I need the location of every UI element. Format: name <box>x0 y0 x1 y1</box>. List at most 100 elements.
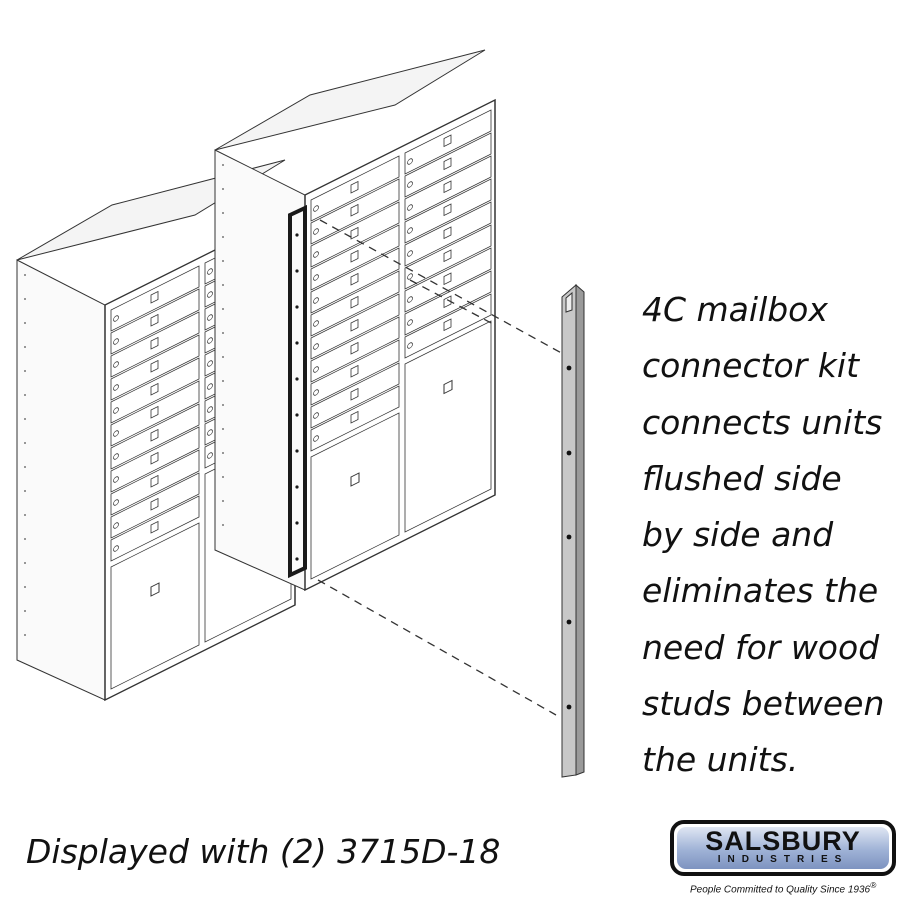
product-description: 4C mailbox connector kit connects units … <box>642 282 900 789</box>
door-lock-icon <box>443 272 452 286</box>
rivet <box>222 404 224 406</box>
door-lock-icon <box>150 359 159 373</box>
connector-kit-side <box>575 283 585 776</box>
rivet <box>24 634 26 636</box>
door-hinge <box>407 158 413 165</box>
door-hinge <box>407 273 413 280</box>
mailbox-door <box>404 155 492 221</box>
door-hinge <box>207 337 213 344</box>
description-line: the units. <box>642 740 799 780</box>
bar-hole <box>295 557 299 561</box>
connector-hole <box>566 365 572 371</box>
mailbox-door <box>110 380 200 447</box>
door-lock-icon <box>150 313 159 327</box>
door-hinge <box>113 522 119 529</box>
bar-hole <box>295 449 299 453</box>
door-hinge <box>207 268 213 275</box>
description-line: connects units <box>642 402 883 442</box>
unit-front <box>304 98 496 592</box>
trademark: ® <box>870 880 877 890</box>
door-lock-icon <box>443 134 452 148</box>
door-hinge <box>207 291 213 298</box>
dashed-guide-line <box>409 279 496 326</box>
door-lock-icon <box>350 249 359 263</box>
door-hinge <box>207 314 213 321</box>
door-hinge <box>207 383 213 390</box>
bar-hole <box>295 521 299 525</box>
door-lock-icon <box>150 474 159 488</box>
door-hinge <box>113 361 119 368</box>
mailbox-door <box>110 265 200 332</box>
bar-hole <box>295 377 299 381</box>
rivet <box>24 586 26 588</box>
door-hinge <box>113 430 119 437</box>
rivet <box>24 514 26 516</box>
rivet <box>24 490 26 492</box>
door-lock-icon <box>150 520 159 534</box>
door-hinge <box>207 360 213 367</box>
description-line: need for wood <box>642 627 880 667</box>
rivet <box>222 236 224 238</box>
door-hinge <box>113 384 119 391</box>
door-lock-icon <box>443 226 452 240</box>
dashed-guide-line <box>319 219 566 356</box>
door-hinge <box>313 320 319 327</box>
rivet <box>24 274 26 276</box>
mailbox-door <box>310 155 400 222</box>
bar-hole <box>295 413 299 417</box>
door-lock-icon <box>150 382 159 396</box>
door-hinge <box>113 407 119 414</box>
rivet <box>222 452 224 454</box>
mailbox-door <box>404 132 492 198</box>
rivet <box>24 322 26 324</box>
rivet <box>24 346 26 348</box>
mailbox-door <box>310 339 400 406</box>
door-lock-icon <box>350 272 359 286</box>
rivet <box>24 298 26 300</box>
door-hinge <box>407 342 413 349</box>
mailbox-door <box>110 495 200 562</box>
rivet <box>222 500 224 502</box>
connector-hole <box>566 619 572 625</box>
door-hinge <box>207 452 213 459</box>
mailbox-door <box>310 362 400 429</box>
rivet <box>24 370 26 372</box>
logo-sub: INDUSTRIES <box>717 854 849 865</box>
connector-kit-lip <box>565 291 573 313</box>
door-hinge <box>407 250 413 257</box>
mailbox-door <box>404 201 492 267</box>
door-hinge <box>313 228 319 235</box>
door-lock-icon <box>350 410 359 424</box>
door-hinge <box>407 319 413 326</box>
mailbox-door <box>310 201 400 268</box>
description-line: studs between <box>642 684 885 724</box>
mailbox-door <box>110 472 200 539</box>
rivet <box>222 476 224 478</box>
rivet <box>222 212 224 214</box>
mailbox-door <box>404 293 492 359</box>
tagline-text: People Committed to Quality Since 1936 <box>690 884 871 896</box>
connector-kit-front <box>561 283 577 778</box>
logo-tagline: People Committed to Quality Since 1936® <box>690 880 876 895</box>
connector-hole <box>566 534 572 540</box>
rivet <box>222 524 224 526</box>
unit-top <box>214 49 486 151</box>
connector-hole <box>566 704 572 710</box>
salsbury-logo: SALSBURY INDUSTRIES <box>670 820 896 876</box>
door-hinge <box>313 297 319 304</box>
door-hinge <box>407 227 413 234</box>
mailbox-door <box>110 357 200 424</box>
door-hinge <box>313 205 319 212</box>
rivet <box>24 442 26 444</box>
door-lock-icon <box>443 318 452 332</box>
mailbox-door <box>110 311 200 378</box>
description-line: connector kit <box>642 346 860 386</box>
door-lock-icon <box>150 290 159 304</box>
mailbox-door <box>310 385 400 452</box>
mailbox-door <box>110 334 200 401</box>
door-hinge <box>113 338 119 345</box>
door-lock-icon <box>350 180 359 194</box>
mailbox-door <box>310 270 400 337</box>
door-hinge <box>207 406 213 413</box>
mailbox-door <box>110 426 200 493</box>
